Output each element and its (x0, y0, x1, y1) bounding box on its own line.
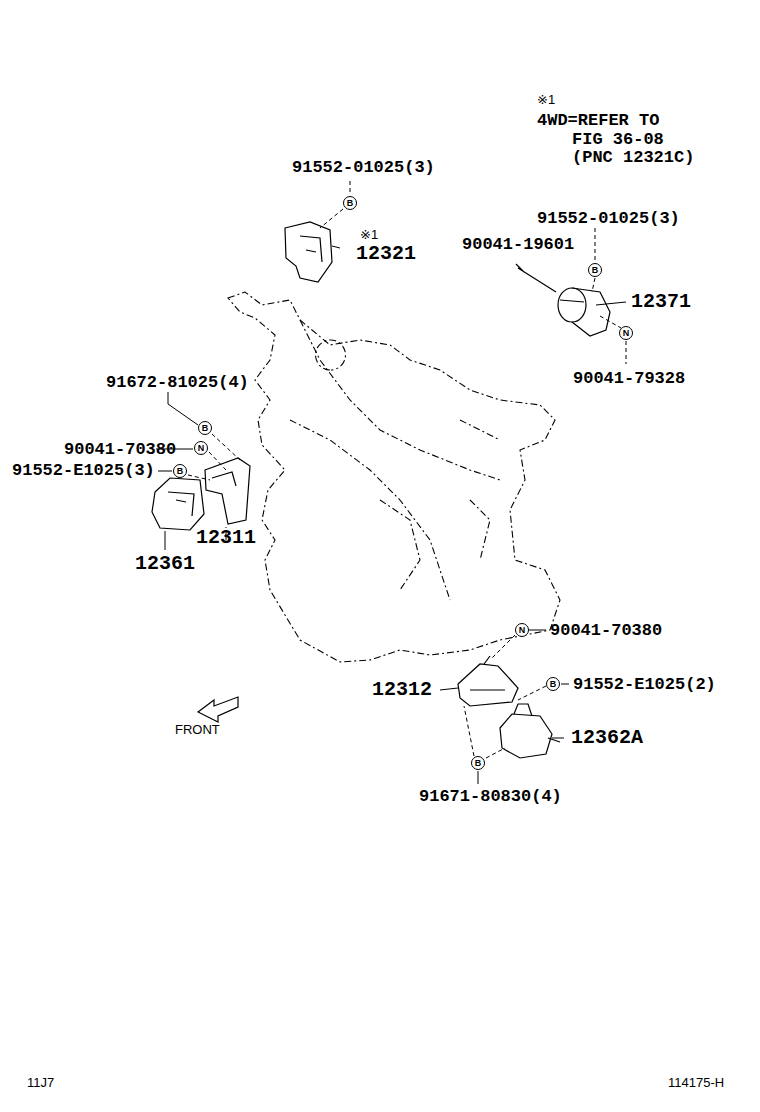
callout-circle: N (194, 441, 208, 455)
callout-letter: N (519, 626, 526, 635)
part-number: 12362A (571, 728, 643, 748)
callout-circle: N (619, 326, 633, 340)
part-number: 12321 (356, 244, 416, 264)
callout-circle: B (198, 421, 212, 435)
callout-label: 91552-E1025(2) (573, 676, 716, 693)
callout-label: ※1 (537, 93, 555, 106)
callout-label: 91552-01025(3) (292, 159, 435, 176)
callout-circle: B (173, 464, 187, 478)
callout-letter: N (198, 444, 205, 453)
callout-label: 90041-70380 (64, 441, 176, 458)
callout-label: 90041-70380 (550, 622, 662, 639)
callout-circle: B (471, 756, 485, 770)
callout-letter: N (623, 329, 630, 338)
callout-letter: B (177, 467, 184, 476)
callout-circle: B (546, 677, 560, 691)
callout-circle: B (343, 196, 357, 210)
part-number: 12361 (135, 554, 195, 574)
callout-label: ※1 (360, 228, 378, 241)
part-number: 12312 (372, 680, 432, 700)
callout-label: 91672-81025(4) (106, 374, 249, 391)
callout-letter: B (475, 759, 482, 768)
callout-label: 90041-79328 (573, 370, 685, 387)
callout-label: 91552-E1025(3) (12, 462, 155, 479)
callout-letter: B (347, 199, 354, 208)
callout-letter: B (550, 680, 557, 689)
callout-label: 91671-80830(4) (419, 788, 562, 805)
callout-letter: B (592, 266, 599, 275)
callout-label: FRONT (175, 723, 220, 736)
callout-label: 90041-19601 (462, 236, 574, 253)
callout-label: 4WD=REFER TO (537, 112, 659, 129)
callout-label: (PNC 12321C) (572, 149, 694, 166)
callout-circle: B (588, 263, 602, 277)
callout-label: FIG 36-08 (572, 131, 664, 148)
callout-letter: B (202, 424, 209, 433)
callout-label: 91552-01025(3) (537, 210, 680, 227)
callout-label: 114175-H (668, 1076, 724, 1089)
part-number: 12371 (631, 292, 691, 312)
callout-circle: N (515, 623, 529, 637)
part-number: 12311 (196, 528, 256, 548)
callout-label: 11J7 (27, 1076, 54, 1089)
